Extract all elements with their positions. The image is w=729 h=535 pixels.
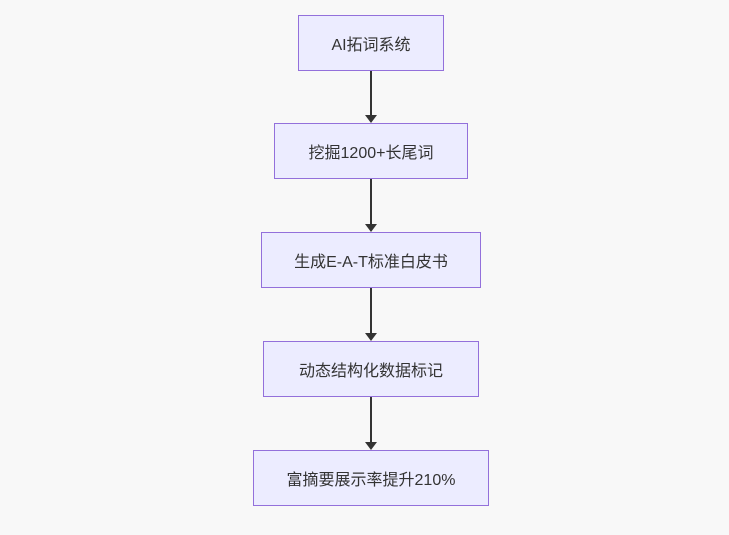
arrow-line bbox=[370, 288, 372, 334]
arrow-head-down-icon bbox=[365, 224, 377, 232]
flowchart-arrow-1 bbox=[364, 71, 378, 123]
flowchart-node-rich-snippet-rate-increase: 富摘要展示率提升210% bbox=[253, 450, 489, 506]
flowchart-arrow-3 bbox=[364, 288, 378, 341]
flowchart-node-generate-eat-whitepaper: 生成E-A-T标准白皮书 bbox=[261, 232, 481, 288]
arrow-head-down-icon bbox=[365, 115, 377, 123]
flowchart-node-dynamic-structured-data-markup: 动态结构化数据标记 bbox=[263, 341, 479, 397]
arrow-line bbox=[370, 397, 372, 443]
flowchart-node-mine-longtail-keywords: 挖掘1200+长尾词 bbox=[274, 123, 468, 179]
flowchart-node-ai-word-expansion-system: AI拓词系统 bbox=[298, 15, 444, 71]
flowchart-arrow-2 bbox=[364, 179, 378, 232]
arrow-line bbox=[370, 179, 372, 225]
arrow-head-down-icon bbox=[365, 333, 377, 341]
arrow-line bbox=[370, 71, 372, 116]
flowchart-arrow-4 bbox=[364, 397, 378, 450]
arrow-head-down-icon bbox=[365, 442, 377, 450]
